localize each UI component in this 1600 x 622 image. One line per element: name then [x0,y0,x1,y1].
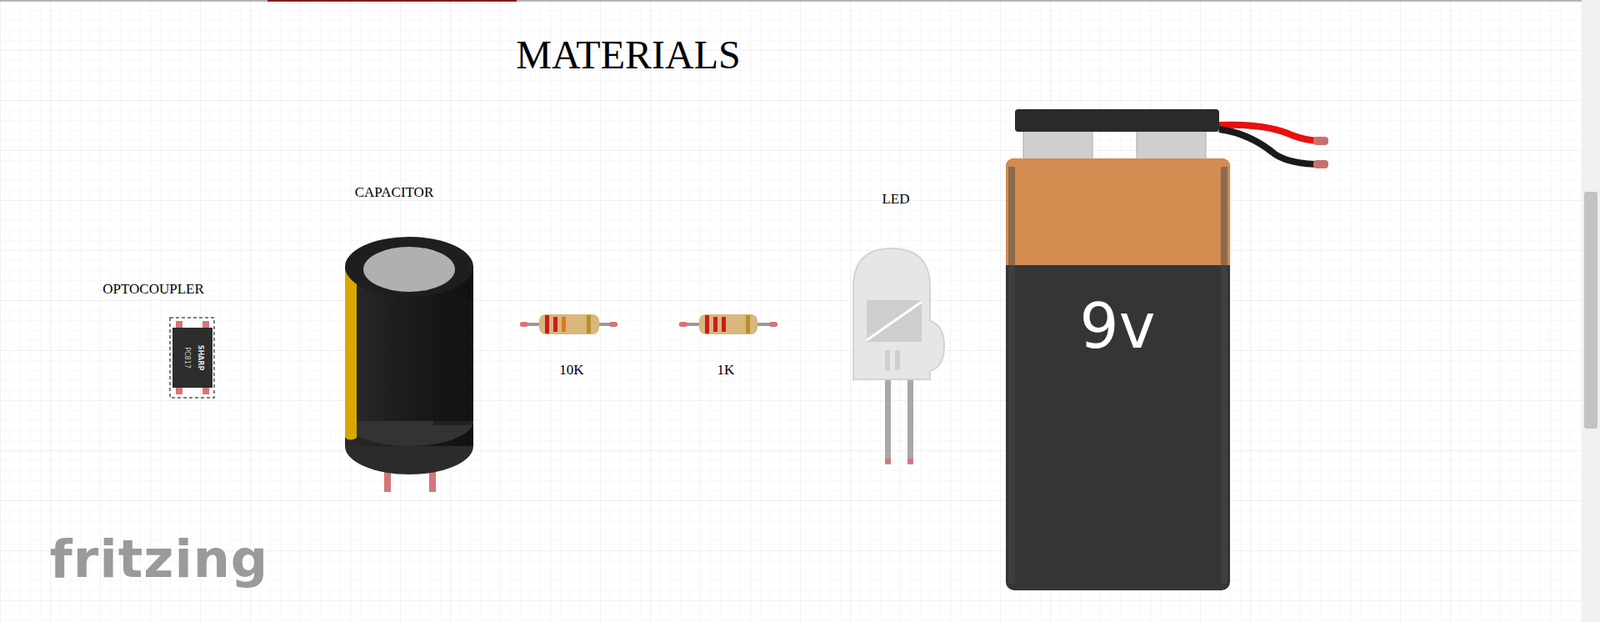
top-border [0,0,1600,2]
resistor-symbol [679,314,778,335]
led-symbol [853,248,945,465]
scrollbar-track [1581,0,1600,622]
part-name: LED [881,191,910,206]
resistor-symbol [520,314,618,335]
watermark: fritzing [50,533,269,585]
optocoupler-chip [170,317,215,398]
resistor-value: 1K [717,362,735,377]
scrollbar-thumb [1584,191,1598,429]
battery-symbol [1005,109,1329,590]
part-name: CAPACITOR [355,185,434,200]
resistor-value: 10K [559,362,584,377]
chip-marking: SHARP [196,345,204,371]
tab-indicator [267,0,517,2]
chip-marking: PC817 [183,346,190,369]
page-title: MATERIALS [515,35,740,75]
capacitor-symbol [345,236,474,492]
battery-voltage: 9v [1080,295,1156,357]
part-name: OPTOCOUPLER [102,281,205,296]
